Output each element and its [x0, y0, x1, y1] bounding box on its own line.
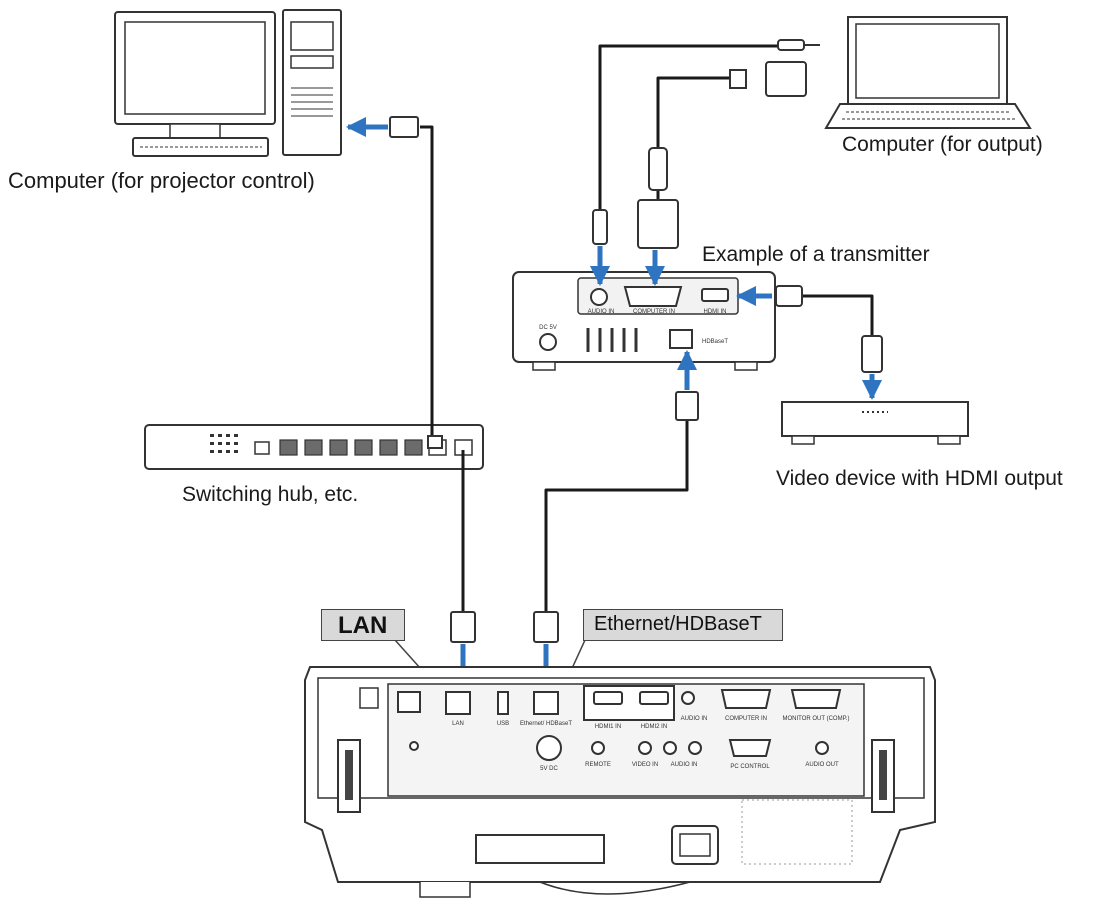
- lbl-audio-out: AUDIO OUT: [805, 762, 839, 768]
- callout-lan: LAN: [321, 609, 405, 641]
- label-transmitter: Example of a transmitter: [702, 243, 930, 266]
- laptop-computer-icon: [824, 16, 1032, 129]
- projector-usb-port: [497, 691, 509, 715]
- rj45-plug-desktop: [389, 116, 419, 138]
- transmitter-box: [512, 271, 776, 371]
- transmitter-audio-port: [590, 288, 608, 306]
- lbl-monitor-out: MONITOR OUT (COMP.): [782, 716, 849, 722]
- callout-ethernet-hdbaset: Ethernet/HDBaseT: [583, 609, 783, 641]
- rj45-plug-lan: [450, 611, 476, 643]
- label-computer-output: Computer (for output): [842, 133, 1043, 156]
- ferrite-core: [648, 147, 668, 191]
- transmitter-hdmi-port: [701, 288, 729, 302]
- transmitter-dc-port: [539, 333, 557, 351]
- rj45-plug-transmitter: [675, 391, 699, 421]
- tx-lbl-audio: AUDIO IN: [588, 309, 615, 315]
- lbl-usb: USB: [497, 721, 509, 727]
- projector-hdmi2-port: [639, 691, 669, 705]
- tx-lbl-computer: COMPUTER IN: [633, 309, 675, 315]
- lbl-hdmi2: HDMI2 IN: [641, 724, 667, 730]
- rj45-plug-hub: [427, 435, 443, 449]
- rj45-plug-hdbaset: [533, 611, 559, 643]
- hdmi-plug-down: [861, 335, 883, 373]
- projector-hdbaset-port: [533, 691, 559, 715]
- lbl-dc-out: 5V DC: [540, 766, 558, 772]
- switching-hub-icon: [144, 424, 484, 470]
- label-video-device: Video device with HDMI output: [776, 467, 1063, 490]
- cable-connectors: [389, 39, 883, 643]
- lbl-video-in: VIDEO IN: [632, 762, 658, 768]
- projector-hdmi1-port: [593, 691, 623, 705]
- tx-lbl-hdmi: HDMI IN: [704, 309, 727, 315]
- lbl-pc-control: PC CONTROL: [730, 764, 770, 770]
- label-switching-hub: Switching hub, etc.: [182, 483, 359, 506]
- audio-plug-top: [777, 39, 805, 51]
- lbl-audio-in: AUDIO IN: [681, 716, 708, 722]
- vga-plug-top: [765, 61, 807, 97]
- lbl-remote: REMOTE: [585, 762, 611, 768]
- lbl-lan: LAN: [452, 721, 464, 727]
- lbl-ethernet: Ethernet/ HDBaseT: [520, 721, 572, 727]
- transmitter-vga-port: [623, 286, 683, 307]
- projector: LAN USB Ethernet/ HDBaseT HDMI1 IN HDMI2…: [304, 666, 936, 898]
- lbl-hdmi1: HDMI1 IN: [595, 724, 621, 730]
- hdmi-plug-side: [775, 285, 803, 307]
- lbl-computer-in: COMPUTER IN: [725, 716, 767, 722]
- transmitter-hdbaset-port: [669, 329, 693, 349]
- label-computer-control: Computer (for projector control): [8, 168, 315, 193]
- tx-lbl-hdbaset: HDBaseT: [702, 339, 728, 345]
- cables: [420, 44, 874, 612]
- audio-plug-bottom: [592, 209, 608, 245]
- lbl-audio-in-lr: AUDIO IN: [671, 762, 698, 768]
- projector-lan-port: [445, 691, 471, 715]
- vga-plug-bottom: [637, 199, 679, 249]
- desktop-computer-icon: [114, 9, 342, 157]
- video-device-icon: [781, 401, 969, 445]
- tx-lbl-dc: DC 5V: [539, 325, 557, 331]
